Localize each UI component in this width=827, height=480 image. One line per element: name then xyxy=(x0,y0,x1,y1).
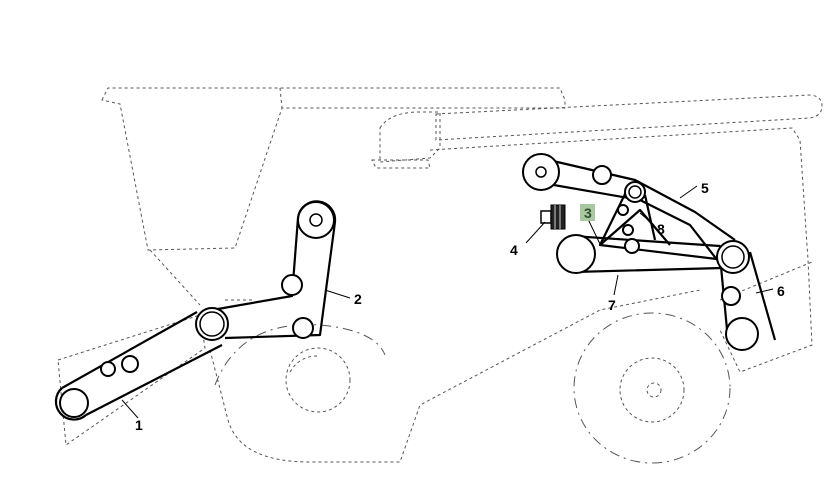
callout-1[interactable]: 1 xyxy=(135,417,143,433)
idler-8b xyxy=(622,224,634,236)
pulley-7-left xyxy=(556,234,596,274)
belt-1 xyxy=(54,311,223,421)
idler-8c xyxy=(624,238,640,254)
pulley-2-top-hub xyxy=(309,213,323,227)
pulley-1a xyxy=(59,388,89,418)
callout-4[interactable]: 4 xyxy=(510,242,518,258)
pulley-5-right-inner xyxy=(721,245,745,269)
tensioner-4 xyxy=(540,204,566,230)
pulley-8-top-inner xyxy=(628,185,642,199)
idler-6a xyxy=(721,286,741,306)
callout-5[interactable]: 5 xyxy=(701,180,709,196)
callout-3[interactable]: 3 xyxy=(584,205,592,221)
leader-lines xyxy=(121,185,774,419)
idler-8a xyxy=(617,204,629,216)
idler-5a xyxy=(592,165,612,185)
machine-outline xyxy=(57,87,823,464)
pulley-6-bottom xyxy=(725,317,759,351)
main-drive-pulley-inner xyxy=(199,311,225,337)
idler-1a xyxy=(100,361,116,377)
pulley-5-top-left-hub xyxy=(535,166,547,178)
callout-6[interactable]: 6 xyxy=(777,283,785,299)
callout-2[interactable]: 2 xyxy=(354,291,362,307)
idler-2b xyxy=(292,317,314,339)
idler-2a xyxy=(281,274,303,296)
callout-7[interactable]: 7 xyxy=(608,297,616,313)
callout-3-highlight xyxy=(580,204,595,221)
idler-1b xyxy=(121,355,139,373)
callout-8[interactable]: 8 xyxy=(657,221,665,237)
